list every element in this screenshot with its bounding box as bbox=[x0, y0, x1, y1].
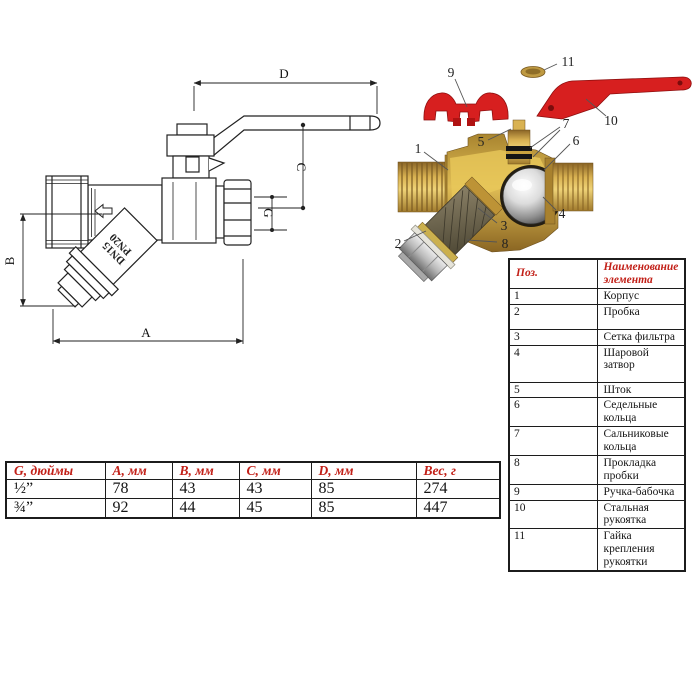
callout-5: 5 bbox=[478, 134, 485, 149]
table-cell: Стальная рукоятка bbox=[596, 499, 686, 530]
table-cell: 3 bbox=[508, 328, 598, 346]
table-cell: 85 bbox=[310, 479, 417, 499]
dim-label-A: A bbox=[141, 325, 151, 340]
table-cell: Сальниковые кольца bbox=[596, 426, 686, 456]
photo-packing-ring bbox=[506, 146, 532, 151]
drawn-handle bbox=[199, 115, 381, 157]
table-cell: 447 bbox=[415, 498, 501, 519]
callout-11: 11 bbox=[562, 54, 575, 69]
table-cell: Пробка bbox=[596, 303, 686, 330]
table-cell: 9 bbox=[508, 483, 598, 501]
table-cell: 44 bbox=[171, 498, 240, 519]
callout-10: 10 bbox=[604, 113, 618, 128]
table-cell: Седельные кольца bbox=[596, 397, 686, 428]
dimension-B bbox=[20, 213, 102, 307]
photo-strainer-branch bbox=[397, 176, 504, 283]
dimension-A bbox=[52, 259, 244, 344]
dim-label-G: G bbox=[261, 208, 276, 217]
callout-8: 8 bbox=[502, 236, 509, 251]
photo-right-port bbox=[544, 157, 594, 225]
drawn-outlet-nut bbox=[215, 179, 252, 246]
table-cell: ½” bbox=[5, 479, 106, 499]
dim-label-D: D bbox=[279, 66, 288, 81]
photo-packing-ring bbox=[506, 154, 532, 159]
table-cell: 85 bbox=[310, 498, 417, 519]
dims-header-cell: G, дюймы bbox=[5, 461, 106, 480]
dim-label-B: B bbox=[2, 256, 17, 265]
parts-header-pos: Поз. bbox=[508, 258, 598, 289]
table-cell: Ручка-бабочка bbox=[596, 483, 686, 501]
table-cell: 45 bbox=[238, 498, 312, 519]
technical-drawing: DN15 PN20 bbox=[2, 66, 381, 344]
callout-1: 1 bbox=[415, 141, 422, 156]
callout-7: 7 bbox=[563, 116, 570, 131]
table-cell: ¾” bbox=[5, 498, 106, 519]
table-cell: 7 bbox=[508, 426, 598, 456]
callout-2: 2 bbox=[395, 236, 402, 251]
callout-9: 9 bbox=[448, 65, 455, 80]
table-cell: Корпус bbox=[596, 287, 686, 305]
table-cell: 2 bbox=[508, 303, 598, 330]
table-cell: 4 bbox=[508, 344, 598, 383]
table-cell: 92 bbox=[104, 498, 173, 519]
table-cell: 11 bbox=[508, 528, 598, 572]
table-cell: Сетка фильтра bbox=[596, 328, 686, 346]
dim-label-C: C bbox=[294, 163, 309, 172]
cutaway-photo: 1 2 3 4 5 6 7 8 9 10 11 bbox=[395, 54, 692, 283]
parts-header-title: Наименование элемента bbox=[596, 258, 686, 289]
callout-4: 4 bbox=[559, 206, 566, 221]
table-cell: 5 bbox=[508, 381, 598, 399]
table-cell: 6 bbox=[508, 397, 598, 428]
dims-header-cell: B, мм bbox=[171, 461, 240, 480]
photo-stem bbox=[506, 119, 532, 165]
dimension-D bbox=[193, 80, 378, 114]
table-cell: Прокладка пробки bbox=[596, 454, 686, 485]
photo-butterfly-handle bbox=[423, 92, 509, 126]
dimension-G bbox=[254, 195, 287, 232]
table-cell: Шаровой затвор bbox=[596, 344, 686, 383]
callout-6: 6 bbox=[573, 133, 580, 148]
table-cell: 78 bbox=[104, 479, 173, 499]
table-cell: 8 bbox=[508, 454, 598, 485]
dims-header-cell: A, мм bbox=[104, 461, 173, 480]
callout-3: 3 bbox=[501, 218, 508, 233]
table-cell: Гайка крепления рукоятки bbox=[596, 528, 686, 572]
photo-lever-handle bbox=[536, 76, 692, 120]
table-cell: 43 bbox=[238, 479, 312, 499]
drawn-strainer-branch bbox=[57, 207, 158, 308]
dims-header-cell: C, мм bbox=[238, 461, 312, 480]
photo-branch-sleeve bbox=[464, 176, 504, 216]
dims-header-cell: Вес, г bbox=[415, 461, 501, 480]
table-cell: 274 bbox=[415, 479, 501, 499]
dims-header-cell: D, мм bbox=[310, 461, 417, 480]
table-cell: 1 bbox=[508, 287, 598, 305]
table-cell: 10 bbox=[508, 499, 598, 530]
photo-handle-nut bbox=[520, 66, 546, 78]
dimension-C bbox=[258, 122, 306, 211]
callout-leaders bbox=[403, 63, 607, 243]
parts-list-header: Поз. Наименование элемента bbox=[508, 258, 686, 289]
table-cell: 43 bbox=[171, 479, 240, 499]
table-cell: Шток bbox=[596, 381, 686, 399]
